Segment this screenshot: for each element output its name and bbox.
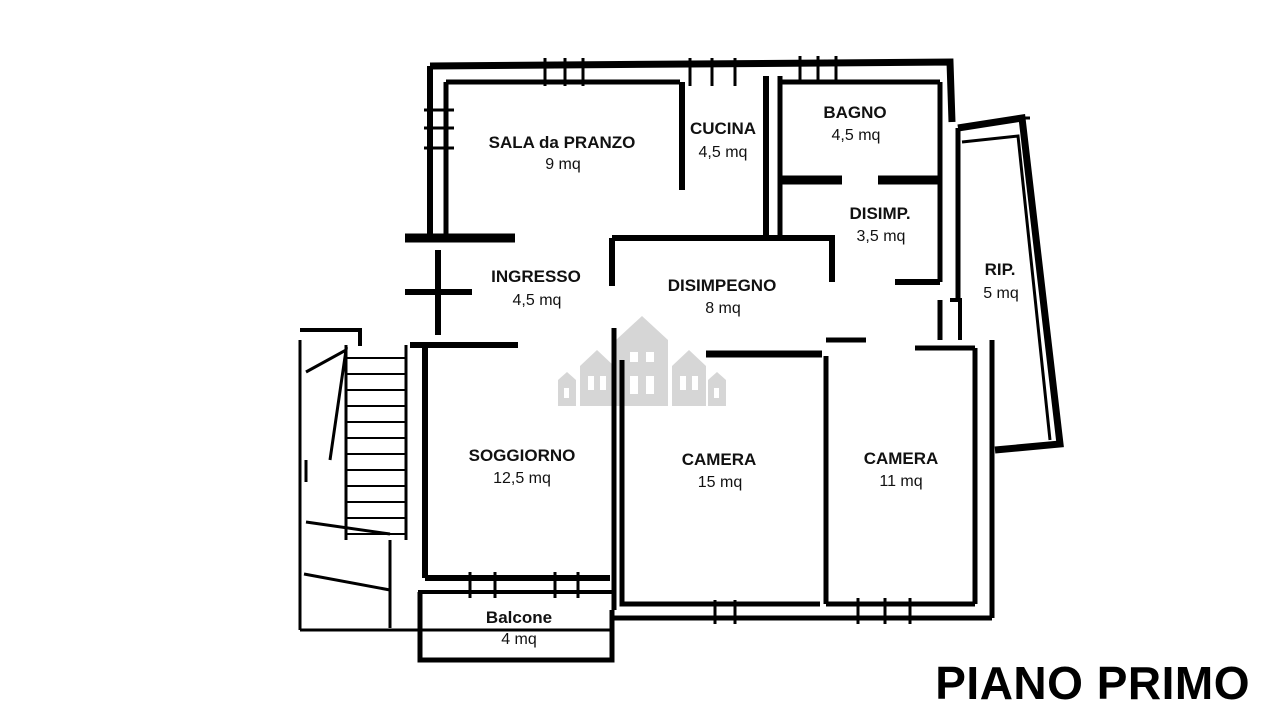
room-area-rip: 5 mq — [983, 285, 1019, 302]
room-name-disimp: DISIMP. — [849, 204, 910, 223]
room-name-camera-1: CAMERA — [682, 450, 757, 469]
room-area-ingresso: 4,5 mq — [513, 292, 562, 309]
room-area-camera-1: 15 mq — [698, 474, 742, 491]
room-area-disimpegno: 8 mq — [705, 300, 741, 317]
room-labels: SALA da PRANZO 9 mq CUCINA 4,5 mq BAGNO … — [469, 103, 1019, 648]
room-name-ingresso: INGRESSO — [491, 267, 581, 286]
room-area-bagno: 4,5 mq — [832, 127, 881, 144]
room-name-balcone: Balcone — [486, 608, 552, 627]
room-name-soggiorno: SOGGIORNO — [469, 446, 576, 465]
room-name-bagno: BAGNO — [823, 103, 886, 122]
room-area-balcone: 4 mq — [501, 631, 537, 648]
houses-watermark-icon — [558, 316, 726, 406]
room-name-cucina: CUCINA — [690, 119, 756, 138]
room-area-camera-2: 11 mq — [879, 473, 922, 490]
walls — [298, 58, 1064, 663]
room-name-disimpegno: DISIMPEGNO — [668, 276, 777, 295]
room-area-sala-da-pranzo: 9 mq — [545, 156, 581, 173]
room-area-cucina: 4,5 mq — [699, 144, 748, 161]
floor-title: PIANO PRIMO — [935, 657, 1250, 709]
room-area-disimp: 3,5 mq — [857, 228, 906, 245]
room-name-rip: RIP. — [985, 260, 1016, 279]
stair-steps — [346, 357, 406, 535]
room-name-sala-da-pranzo: SALA da PRANZO — [489, 133, 636, 152]
window-marks — [424, 56, 1030, 624]
room-area-soggiorno: 12,5 mq — [493, 470, 551, 487]
room-name-camera-2: CAMERA — [864, 449, 939, 468]
